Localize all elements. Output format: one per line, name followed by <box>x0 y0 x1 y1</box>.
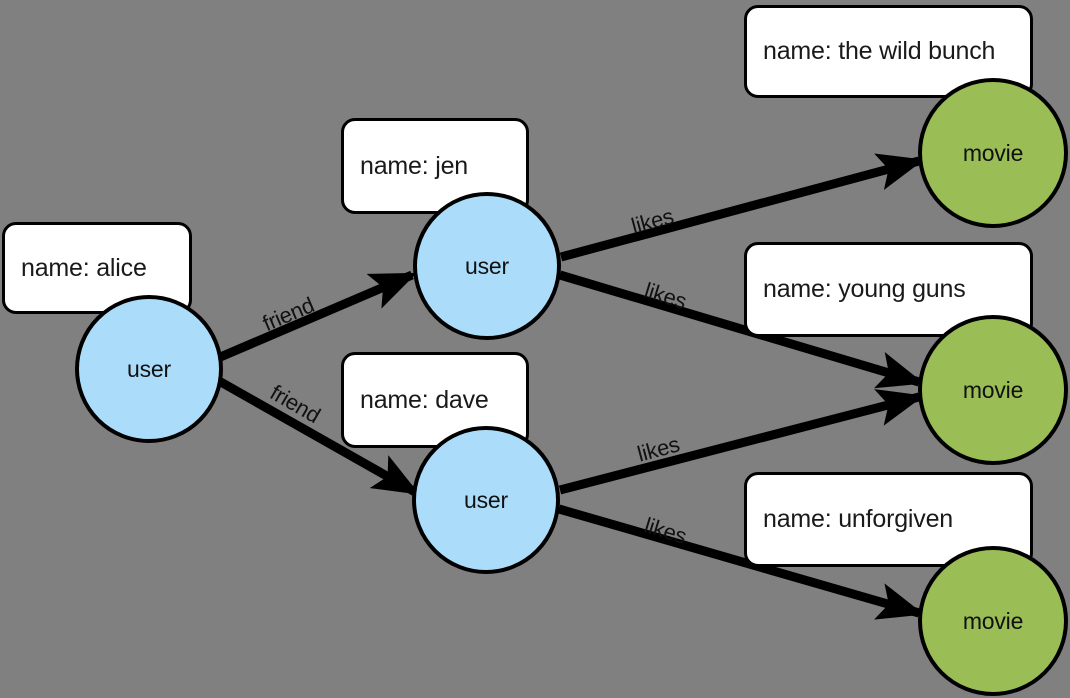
property-text-the-wild-bunch: name: the wild bunch <box>763 37 996 65</box>
node-label-unforgiven: movie <box>962 607 1024 634</box>
edge-dave-likes-young-guns <box>558 389 925 495</box>
node-label-jen: user <box>465 252 509 279</box>
property-text-dave: name: dave <box>360 385 489 414</box>
node-movie-the-wild-bunch[interactable]: movie <box>918 78 1068 228</box>
property-text-young-guns: name: young guns <box>763 275 966 303</box>
edge-alice-friend-dave <box>216 377 420 496</box>
property-text-alice: name: alice <box>21 253 147 282</box>
node-label-alice: user <box>127 355 171 382</box>
node-label-young-guns: movie <box>962 376 1024 403</box>
edge-jen-likes-the-wild-bunch <box>559 153 925 262</box>
node-user-alice[interactable]: user <box>75 295 223 443</box>
property-text-unforgiven: name: unforgiven <box>763 505 953 533</box>
edge-dave-likes-unforgiven <box>557 504 925 620</box>
property-text-jen: name: jen <box>360 151 468 180</box>
node-user-dave[interactable]: user <box>412 426 560 574</box>
node-user-jen[interactable]: user <box>413 192 561 340</box>
node-movie-unforgiven[interactable]: movie <box>918 546 1068 696</box>
node-movie-young-guns[interactable]: movie <box>918 315 1068 465</box>
node-label-the-wild-bunch: movie <box>962 139 1024 166</box>
edge-jen-likes-young-guns <box>558 270 925 389</box>
node-label-dave: user <box>464 486 508 513</box>
edge-alice-friend-jen <box>216 270 417 363</box>
